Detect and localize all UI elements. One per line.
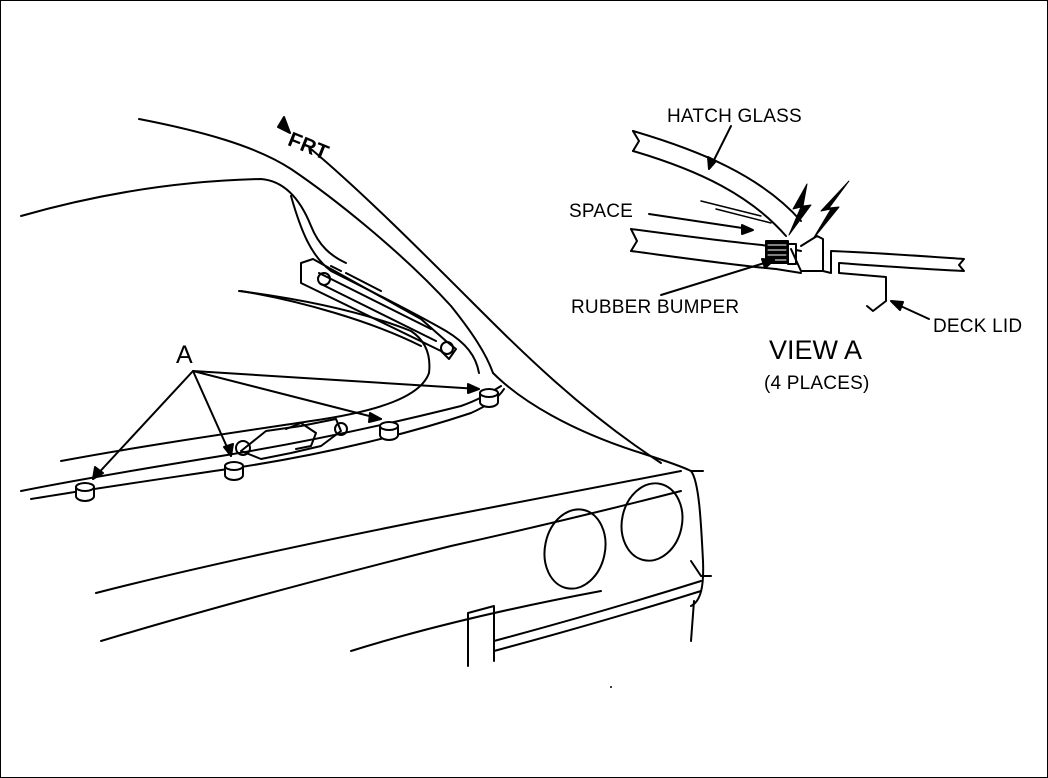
opening-lower-edge bbox=[20, 385, 502, 492]
tail-lamps bbox=[543, 482, 684, 590]
hatch-glass-edge-inner bbox=[240, 290, 422, 347]
tail-lamp-right bbox=[620, 482, 684, 562]
callout-a-leaders bbox=[92, 370, 480, 480]
car-bumpers bbox=[75, 388, 499, 502]
detail-hatch-glass bbox=[632, 130, 802, 222]
rear-side-line bbox=[690, 560, 712, 577]
rear-lower-line bbox=[493, 590, 702, 652]
license-pocket bbox=[467, 605, 495, 667]
detail-deck-lid bbox=[800, 235, 965, 312]
fender-top-line bbox=[310, 148, 662, 464]
strut-assembly bbox=[300, 258, 457, 360]
space-label: SPACE bbox=[569, 201, 634, 222]
front-arrow-icon bbox=[277, 116, 291, 134]
callout-a-label: A bbox=[176, 341, 193, 369]
fender-sweep bbox=[492, 372, 705, 607]
hatch-glass-edge bbox=[20, 178, 347, 264]
deck-lid-label: DECK LID bbox=[933, 316, 1023, 337]
rear-fascia-1 bbox=[95, 470, 682, 594]
pillar-inner bbox=[290, 195, 480, 374]
trim-bottom-right bbox=[690, 600, 695, 642]
view-a-title: VIEW A bbox=[769, 335, 863, 365]
rear-fascia-3 bbox=[350, 590, 602, 652]
view-a-subtitle: (4 PLACES) bbox=[764, 373, 870, 394]
latch-assembly bbox=[235, 418, 348, 460]
hatch-glass-label: HATCH GLASS bbox=[667, 106, 802, 127]
rubber-bumper-label: RUBBER BUMPER bbox=[571, 297, 740, 318]
hatch-opening-curve bbox=[60, 290, 431, 462]
roof-outline bbox=[138, 118, 494, 374]
view-a-detail bbox=[630, 125, 965, 320]
rear-lower-line-2 bbox=[493, 580, 702, 642]
contact-flash-2 bbox=[812, 180, 850, 240]
contact-flash-1 bbox=[788, 183, 812, 236]
tail-lamp-left bbox=[543, 508, 607, 590]
rear-fascia-2 bbox=[100, 490, 682, 642]
opening-lower-edge-2 bbox=[30, 388, 505, 500]
